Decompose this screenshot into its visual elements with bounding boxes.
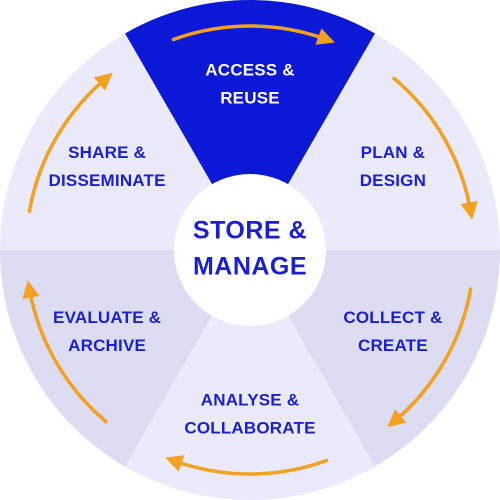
cycle-arrow-icon [22, 280, 108, 424]
labels-layer: ACCESS & REUSE PLAN & DESIGN COLLECT & CREATE… [49, 60, 443, 437]
cycle-arrow-icon [392, 76, 478, 220]
segment-collect-create [250, 250, 500, 467]
center-label-line1: STORE & [193, 217, 307, 245]
segment-access-reuse [125, 0, 375, 250]
segment-evaluate-archive [0, 250, 250, 467]
segment-label-share-disseminate-line1: SHARE & [68, 143, 146, 162]
cycle-arrow-icon [27, 72, 113, 213]
cycle-arrow-icon [165, 455, 329, 476]
segment-label-plan-design-line2: DESIGN [360, 171, 426, 190]
segment-label-evaluate-archive-line2: ARCHIVE [68, 336, 146, 355]
segment-label-analyse-collaborate-line2: COLLABORATE [184, 418, 315, 437]
segment-label-evaluate-archive-line1: EVALUATE & [53, 308, 161, 327]
segment-label-collect-create-line1: COLLECT & [343, 308, 442, 327]
segment-label-plan-design-line1: PLAN & [361, 143, 425, 162]
segment-plan-design [250, 33, 500, 250]
segment-label-access-reuse-line1: ACCESS & [205, 60, 294, 79]
segment-share-disseminate [0, 33, 250, 250]
center-label-line2: MANAGE [193, 253, 307, 281]
segment-label-access-reuse-line2: REUSE [220, 88, 280, 107]
cycle-arrow-icon [171, 24, 335, 45]
segment-analyse-collaborate [125, 250, 375, 500]
segment-label-share-disseminate-line2: DISSEMINATE [49, 171, 166, 190]
segment-label-collect-create-line2: CREATE [358, 336, 428, 355]
arrows-layer [22, 24, 478, 476]
center-hub [174, 174, 326, 326]
cycle-arrow-icon [387, 287, 473, 428]
segment-label-analyse-collaborate-line1: ANALYSE & [201, 390, 299, 409]
